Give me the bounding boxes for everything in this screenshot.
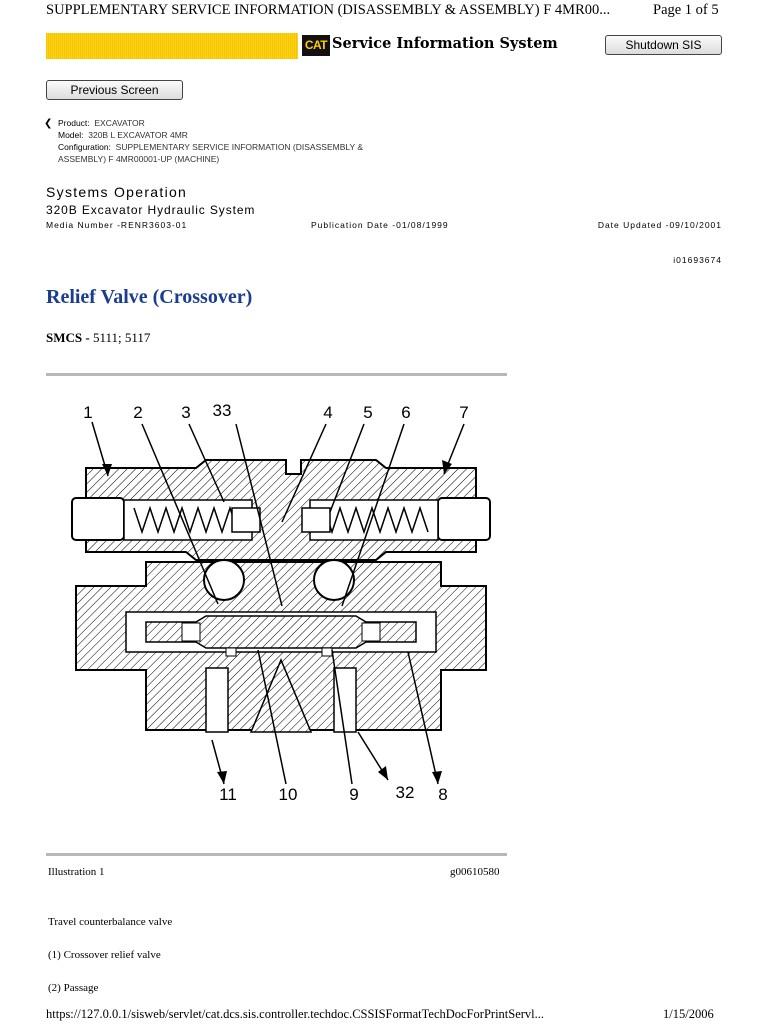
illustration-bottom-rule	[46, 853, 507, 856]
relief-valve-illustration: 1 2 3 33 4 5 6 7 11 10 9 32 8	[71, 401, 491, 804]
callout-label: 11	[219, 785, 237, 804]
sis-title: Service Information System	[332, 35, 558, 52]
footer-date: 1/15/2006	[663, 1007, 714, 1021]
cat-logo: CAT	[302, 35, 330, 56]
product-label: Product:	[58, 118, 90, 128]
model-label: Model:	[58, 130, 84, 140]
callout-label: 10	[279, 785, 298, 804]
product-value: EXCAVATOR	[94, 118, 145, 128]
footer-url: https://127.0.0.1/sisweb/servlet/cat.dcs…	[46, 1007, 545, 1021]
configuration-value-line1: SUPPLEMENTARY SERVICE INFORMATION (DISAS…	[115, 142, 364, 152]
callout-label: 32	[396, 783, 415, 802]
print-header-page: Page 1 of 5	[653, 2, 719, 18]
smcs-value: 5111; 5117	[92, 330, 151, 345]
callout-label: 4	[323, 403, 332, 422]
paragraph: (2) Passage	[48, 982, 99, 994]
callout-label: 5	[363, 403, 372, 422]
callout-label: 6	[401, 403, 410, 422]
configuration-value-line2: ASSEMBLY) F 4MR00001-UP (MACHINE)	[58, 154, 220, 164]
system-name: 320B Excavator Hydraulic System	[46, 203, 256, 217]
paragraph: (1) Crossover relief valve	[48, 949, 161, 961]
print-header-title: SUPPLEMENTARY SERVICE INFORMATION (DISAS…	[46, 2, 611, 18]
page-title: Relief Valve (Crossover)	[46, 286, 253, 308]
document-id: i01693674	[673, 255, 722, 265]
callout-label: 8	[438, 785, 447, 804]
callout-label: 33	[213, 401, 232, 420]
illustration-id: g00610580	[450, 866, 500, 878]
callout-label: 7	[459, 403, 468, 422]
section-type-heading: Systems Operation	[46, 184, 188, 200]
callout-label: 9	[349, 785, 358, 804]
shutdown-sis-button[interactable]: Shutdown SIS	[605, 35, 722, 55]
publication-date: Publication Date -01/08/1999	[311, 220, 449, 230]
illustration-label: Illustration 1	[48, 866, 105, 878]
callout-label: 1	[83, 403, 92, 422]
illustration-top-rule	[46, 373, 507, 376]
callout-label: 3	[181, 403, 190, 422]
smcs-codes: SMCS - 5111; 5117	[46, 330, 150, 346]
product-meta: Product: EXCAVATOR Model: 320B L EXCAVAT…	[58, 117, 478, 165]
previous-screen-button[interactable]: Previous Screen	[46, 80, 183, 100]
callout-label: 2	[133, 403, 142, 422]
back-arrow-icon[interactable]: ❮	[44, 118, 53, 129]
media-number: Media Number -RENR3603-01	[46, 220, 188, 230]
smcs-label: SMCS -	[46, 330, 90, 345]
model-value: 320B L EXCAVATOR 4MR	[88, 130, 188, 140]
paragraph: Travel counterbalance valve	[48, 916, 173, 928]
date-updated: Date Updated -09/10/2001	[597, 220, 722, 230]
configuration-label: Configuration:	[58, 142, 111, 152]
